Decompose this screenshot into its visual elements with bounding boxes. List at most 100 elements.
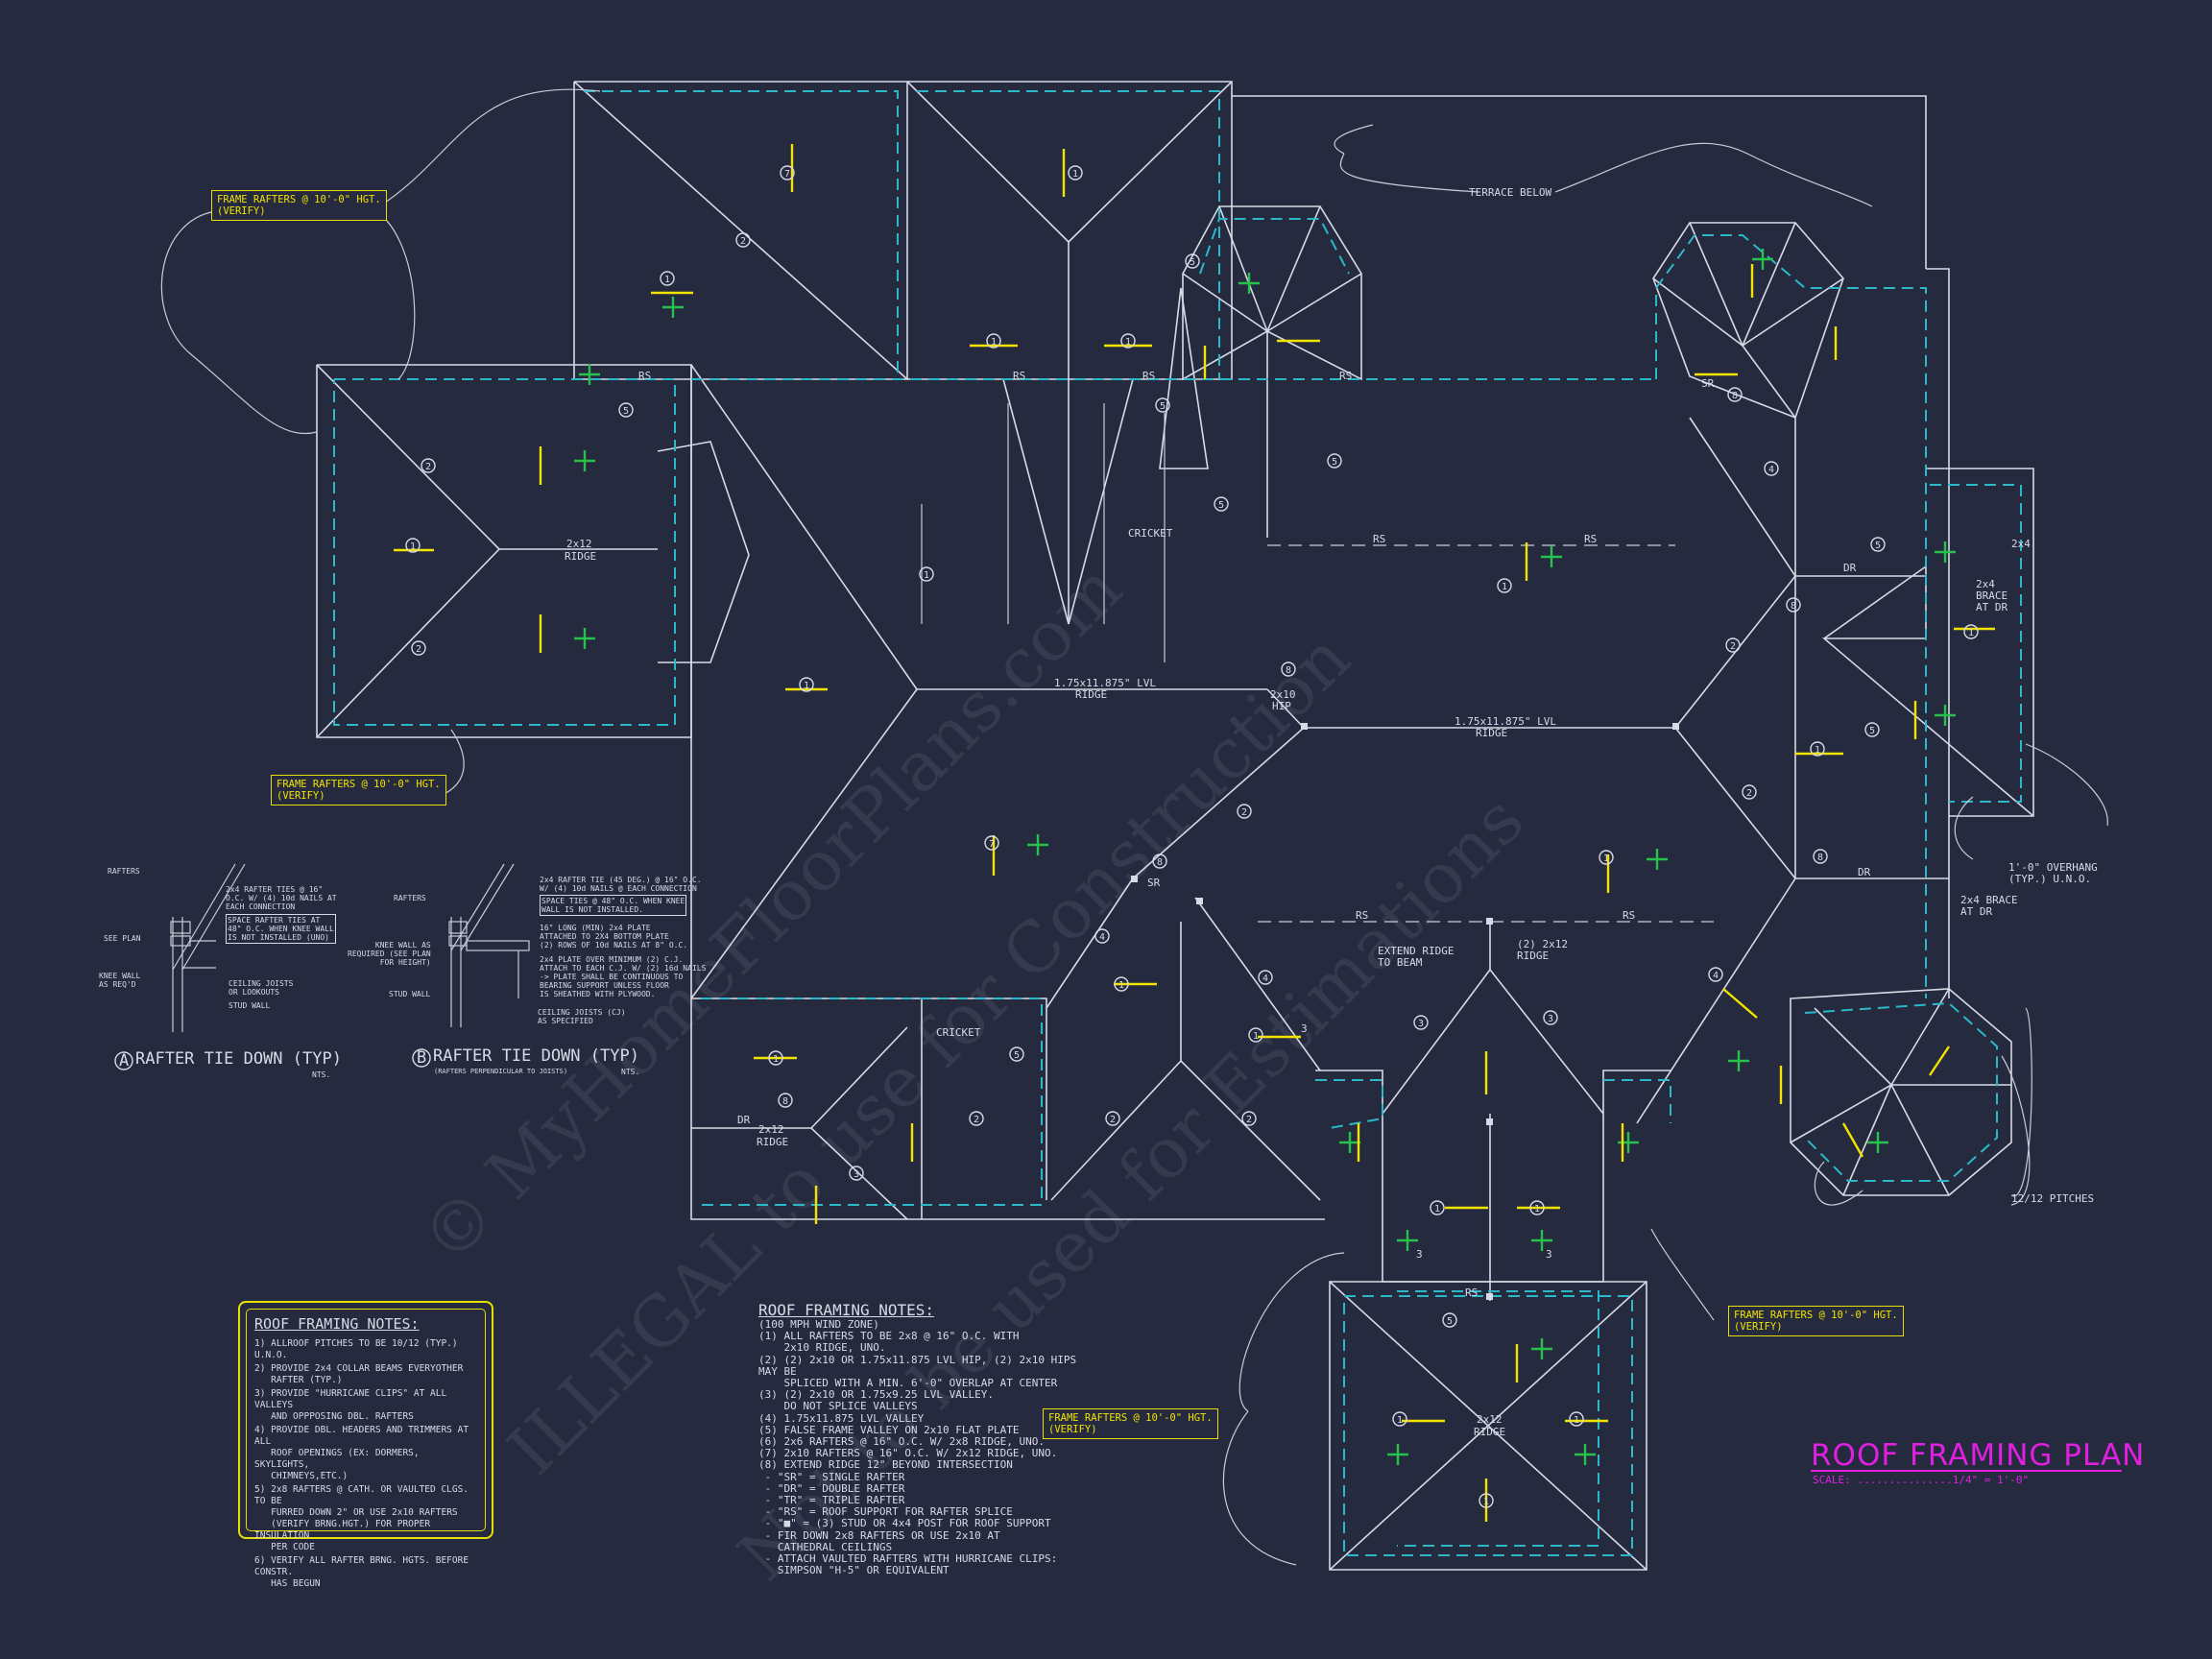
detail-a-stud-wall: STUD WALL xyxy=(228,1001,271,1010)
detail-a-ties: 2x4 RAFTER TIES @ 16" O.C. W/ (4) 10d NA… xyxy=(226,885,337,911)
svg-text:2: 2 xyxy=(1730,641,1736,652)
detail-a-ceiling-joists: CEILING JOISTS OR LOOKOUTS xyxy=(228,979,294,997)
detail-b-ceiling: CEILING JOISTS (CJ) AS SPECIFIED xyxy=(538,1008,626,1025)
notes-title: ROOF FRAMING NOTES: xyxy=(758,1301,935,1319)
svg-text:1: 1 xyxy=(1434,1204,1440,1214)
rs-label: RS xyxy=(1339,370,1352,382)
terrace-below-label: TERRACE BELOW xyxy=(1469,186,1552,199)
detail-b-title: RAFTER TIE DOWN (TYP) xyxy=(433,1046,639,1066)
notes-box-item: 5) 2x8 RAFTERS @ CATH. OR VAULTED CLGS. … xyxy=(254,1484,469,1552)
svg-text:1: 1 xyxy=(1603,854,1609,864)
svg-text:5: 5 xyxy=(1447,1316,1453,1327)
detail-b-space: SPACE TIES @ 48" O.C. WHEN KNEE WALL IS … xyxy=(540,895,687,916)
callout-frame-rafters: FRAME RAFTERS @ 10'-0" HGT. (VERIFY) xyxy=(1043,1408,1218,1439)
notes-item: (5) FALSE FRAME VALLEY ON 2x10 FLAT PLAT… xyxy=(758,1423,1020,1436)
svg-text:2: 2 xyxy=(1241,807,1247,818)
callout-frame-rafters: FRAME RAFTERS @ 10'-0" HGT. (VERIFY) xyxy=(211,190,387,221)
cricket-label: CRICKET xyxy=(936,1026,981,1039)
svg-text:1.75x11.875" LVL: 1.75x11.875" LVL xyxy=(1455,715,1556,728)
roof-framing-notes: ROOF FRAMING NOTES: (100 MPH WIND ZONE) … xyxy=(758,1301,1085,1576)
svg-text:2: 2 xyxy=(740,236,746,247)
notes-item: - "■" = (3) STUD OR 4x4 POST FOR ROOF SU… xyxy=(758,1517,1051,1530)
detail-b-nts: NTS. xyxy=(621,1068,640,1076)
svg-text:1: 1 xyxy=(773,1054,779,1065)
notes-item: (4) 1.75x11.875 LVL VALLEY xyxy=(758,1411,925,1425)
notes-box-title: ROOF FRAMING NOTES: xyxy=(254,1315,420,1333)
svg-text:8: 8 xyxy=(1286,665,1291,676)
rs-label: RS xyxy=(1623,909,1635,922)
post-markers xyxy=(1131,723,1679,1300)
notes-box-item: 6) VERIFY ALL RAFTER BRNG. HGTS. BEFORE … xyxy=(254,1555,469,1589)
notes-item: - "RS" = ROOF SUPPORT FOR RAFTER SPLICE xyxy=(758,1505,1013,1519)
detail-a-tag-circle xyxy=(114,1051,133,1070)
detail-a-rafters: RAFTERS xyxy=(108,867,140,876)
rs-label: RS xyxy=(1584,533,1597,545)
svg-text:5: 5 xyxy=(623,406,629,417)
notes-box-item: 2) PROVIDE 2x4 COLLAR BEAMS EVERYOTHER R… xyxy=(254,1363,464,1385)
rs-label: RS xyxy=(1373,533,1385,545)
svg-text:4: 4 xyxy=(1099,932,1105,943)
svg-text:7: 7 xyxy=(784,169,790,180)
svg-text:1: 1 xyxy=(1815,745,1820,756)
rs-label: RS xyxy=(1465,1286,1478,1299)
svg-text:3: 3 xyxy=(1546,1248,1552,1261)
svg-text:2: 2 xyxy=(974,1115,979,1125)
notes-item: (2) (2) 2x10 OR 1.75x11.875 LVL HIP, (2)… xyxy=(758,1353,1077,1390)
svg-text:1: 1 xyxy=(1968,628,1974,638)
svg-text:3: 3 xyxy=(854,1169,859,1180)
cricket-label: CRICKET xyxy=(1128,527,1173,540)
svg-text:1: 1 xyxy=(1253,1031,1259,1042)
callout-frame-rafters: FRAME RAFTERS @ 10'-0" HGT. (VERIFY) xyxy=(271,775,446,805)
notes-box-item: 3) PROVIDE "HURRICANE CLIPS" AT ALL VALL… xyxy=(254,1388,447,1422)
notes-item: (6) 2x6 RAFTERS @ 16" O.C. W/ 2x8 RIDGE,… xyxy=(758,1435,1046,1449)
detail-b-plate: 16" LONG (MIN) 2x4 PLATE ATTACHED TO 2X4… xyxy=(540,924,688,950)
dr-label: DR xyxy=(737,1114,751,1126)
svg-text:1.75x11.875" LVL: 1.75x11.875" LVL xyxy=(1054,677,1156,689)
pitch-marks xyxy=(574,249,1956,1465)
brace-label: 2x4 BRACE AT DR xyxy=(1960,894,2018,918)
svg-text:3: 3 xyxy=(1418,1019,1424,1029)
svg-text:5: 5 xyxy=(1332,457,1337,468)
plan-title-underline xyxy=(1811,1470,2122,1472)
sr-label: SR xyxy=(1147,877,1161,889)
svg-text:3: 3 xyxy=(1416,1248,1423,1261)
svg-text:2: 2 xyxy=(1110,1115,1116,1125)
notes-item: - FIR DOWN 2x8 RAFTERS OR USE 2x10 AT CA… xyxy=(764,1528,1000,1553)
svg-text:8: 8 xyxy=(782,1096,788,1107)
notes-item: (3) (2) 2x10 OR 1.75x9.25 LVL VALLEY. DO… xyxy=(758,1388,995,1413)
svg-text:5: 5 xyxy=(1875,541,1881,551)
plan-labels: RS RS RS RS RS RS RS RS RS DR DR DR SR S… xyxy=(565,370,2031,1438)
svg-text:5: 5 xyxy=(1218,500,1224,511)
detail-b-tag: B xyxy=(417,1048,427,1068)
detail-a-graphic xyxy=(170,863,246,1032)
extend-ridge-label: EXTEND RIDGE TO BEAM xyxy=(1378,945,1455,969)
svg-text:1: 1 xyxy=(410,541,416,552)
detail-a-title: RAFTER TIE DOWN (TYP) xyxy=(135,1049,342,1069)
svg-text:2: 2 xyxy=(425,462,431,472)
svg-text:1: 1 xyxy=(991,337,997,348)
detail-b-tag-circle xyxy=(412,1048,431,1068)
svg-text:4: 4 xyxy=(1713,971,1719,981)
detail-b-plate2: 2x4 PLATE OVER MINIMUM (2) C.J. ATTACH T… xyxy=(540,955,707,998)
svg-text:2: 2 xyxy=(1746,788,1752,799)
svg-text:4: 4 xyxy=(1262,974,1268,984)
svg-text:8: 8 xyxy=(1817,853,1823,863)
rs-label: RS xyxy=(1013,370,1025,382)
svg-text:RIDGE: RIDGE xyxy=(1075,688,1107,701)
notes-item: (100 MPH WIND ZONE) xyxy=(758,1318,879,1331)
svg-text:RIDGE: RIDGE xyxy=(1476,727,1507,739)
notes-item: - ATTACH VAULTED RAFTERS WITH HURRICANE … xyxy=(764,1552,1058,1577)
svg-text:1: 1 xyxy=(1397,1415,1403,1426)
svg-text:1: 1 xyxy=(664,275,670,285)
notes-box-item: 1) ALLROOF PITCHES TO BE 10/12 (TYP.) U.… xyxy=(254,1338,464,1360)
svg-text:4: 4 xyxy=(1768,465,1774,475)
svg-text:1: 1 xyxy=(1483,1497,1489,1507)
svg-text:1: 1 xyxy=(804,681,809,691)
svg-text:2x4: 2x4 xyxy=(2011,538,2031,550)
detail-b-stud-wall: STUD WALL xyxy=(389,990,431,998)
overhang-lines xyxy=(333,90,2022,1556)
detail-a-space: SPACE RAFTER TIES AT 48" O.C. WHEN KNEE … xyxy=(226,914,336,944)
detail-a-see-plan: SEE PLAN xyxy=(104,934,141,943)
svg-text:1: 1 xyxy=(1118,980,1124,991)
